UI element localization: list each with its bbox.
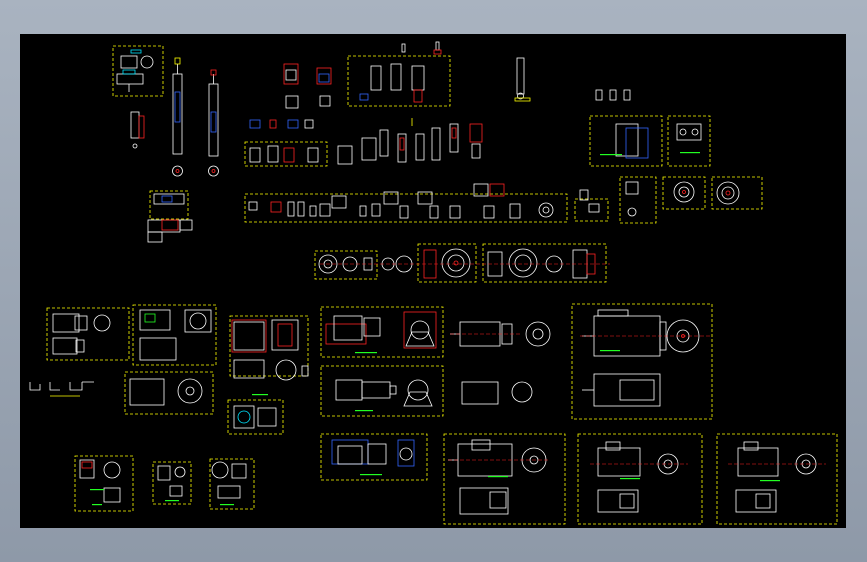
block-boundaries [46,45,838,525]
drawing-canvas[interactable] [20,34,846,528]
large-motor-bottom-2 [597,441,679,513]
component-rail [147,181,740,243]
label-strips [90,152,780,506]
valve-cluster-top [283,41,631,109]
flange-row [318,248,596,279]
large-motor-bottom-3 [735,441,817,513]
bottom-left-parts [79,459,247,503]
cylinder-assembly-group [116,49,219,177]
gearbox-group [29,309,212,406]
gear-reducer [231,319,309,429]
large-motor-right-top [582,309,700,407]
motor-blocks-middle [325,311,551,467]
centerlines [320,263,826,465]
small-parts-row [249,118,702,165]
drawing-svg [29,41,838,525]
